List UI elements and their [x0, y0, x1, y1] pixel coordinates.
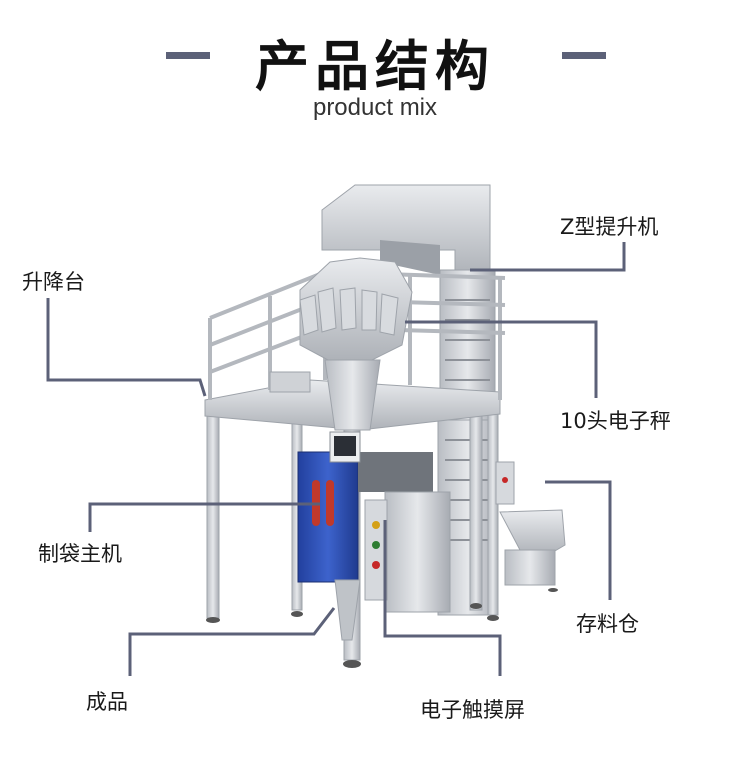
page-title: 产品结构	[255, 35, 495, 98]
multihead-weigher	[269, 257, 413, 431]
label-touchscreen: 电子触摸屏	[420, 698, 525, 722]
label-bag-machine: 制袋主机	[38, 542, 122, 566]
storage-hopper	[495, 461, 566, 592]
callout-touchscreen	[383, 520, 502, 676]
title-dash-right	[562, 52, 606, 59]
callout-product	[128, 607, 336, 676]
callout-lift-platform	[46, 298, 207, 397]
label-lift-platform: 升降台	[22, 270, 85, 294]
callout-lines	[46, 242, 626, 676]
label-z-elevator: Z型提升机	[560, 215, 659, 239]
label-product: 成品	[86, 690, 128, 714]
callout-elevator	[470, 242, 626, 272]
bag-machine-body	[297, 451, 451, 641]
page-subtitle: product mix	[312, 94, 438, 121]
callout-bag-machine	[88, 502, 320, 532]
label-weigher: 10头电子秤	[560, 409, 671, 433]
label-hopper: 存料仓	[576, 612, 639, 636]
touchscreen-panel	[329, 431, 361, 463]
feet	[206, 603, 499, 668]
title-dash-left	[166, 52, 210, 59]
callout-weigher	[405, 320, 598, 398]
callout-hopper	[545, 480, 612, 600]
